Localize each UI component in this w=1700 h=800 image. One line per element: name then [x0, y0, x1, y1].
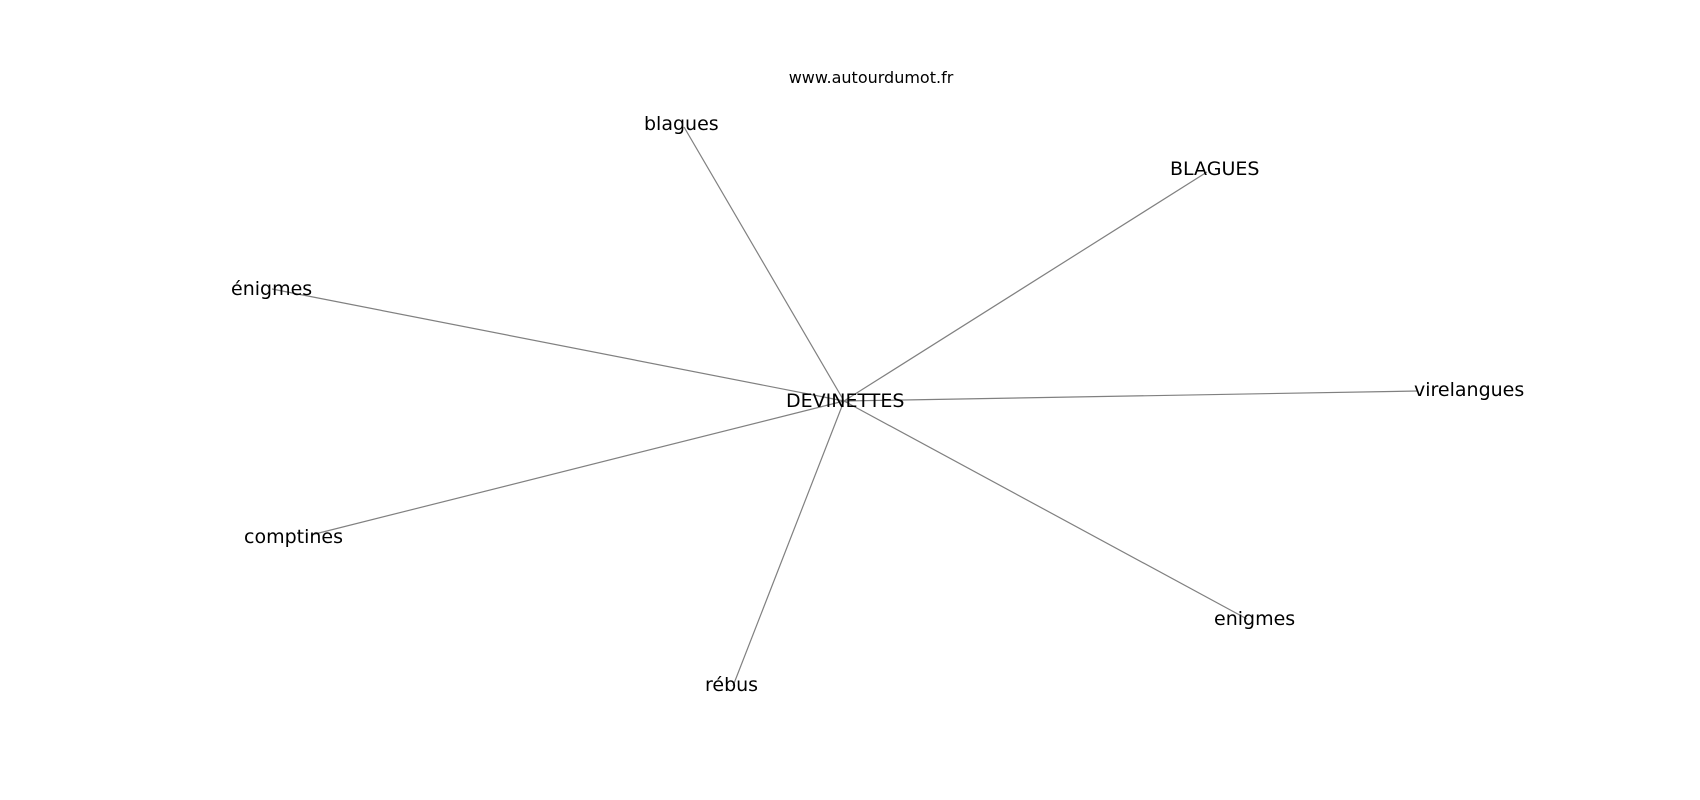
node-virelangues[interactable]: virelangues — [1414, 379, 1524, 401]
edge-enigmes — [843, 400, 1248, 620]
node-blagues[interactable]: blagues — [644, 113, 719, 135]
edge-enigmes-accent — [271, 288, 845, 402]
node-rebus[interactable]: rébus — [705, 674, 758, 696]
node-enigmes[interactable]: enigmes — [1214, 608, 1295, 630]
edge-blagues — [683, 126, 845, 402]
site-label: www.autourdumot.fr — [789, 68, 954, 87]
node-comptines[interactable]: comptines — [244, 526, 343, 548]
edges-layer — [271, 126, 1419, 687]
node-blagues-upper[interactable]: BLAGUES — [1170, 158, 1259, 180]
edge-BLAGUES — [843, 171, 1208, 402]
node-enigmes-accent[interactable]: énigmes — [231, 278, 312, 300]
edge-comptines — [310, 400, 845, 536]
edge-virelangues — [843, 390, 1419, 402]
node-center[interactable]: DEVINETTES — [786, 390, 904, 412]
edge-rebus — [732, 400, 845, 687]
nodes-layer: DEVINETTES blagues BLAGUES énigmes virel… — [231, 113, 1524, 696]
